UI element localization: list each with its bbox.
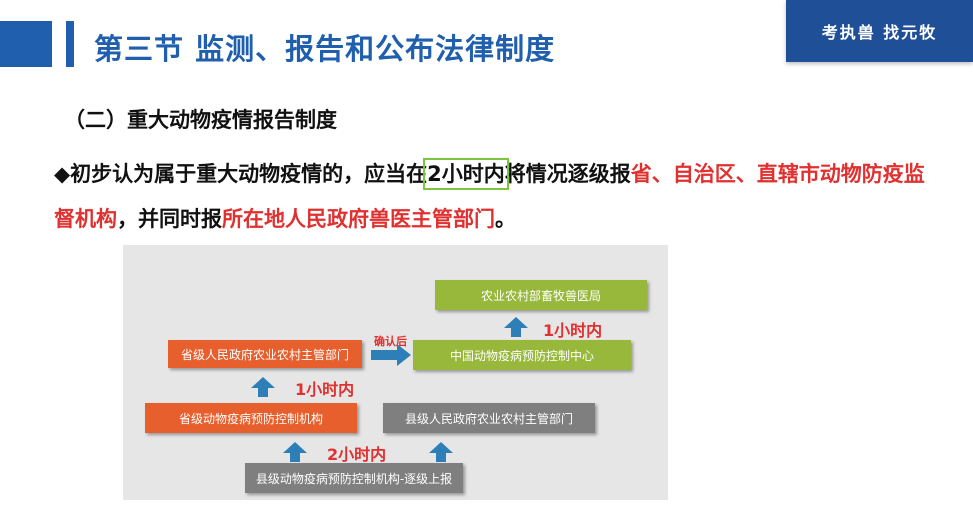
para-text-3: 将情况逐级报 [504, 162, 631, 186]
node-county-government-agri-dept: 县级人民政府农业农村主管部门 [383, 403, 595, 433]
node-china-animal-disease-control-center: 中国动物疫病预防控制中心 [413, 340, 631, 370]
arrow-up-icon [283, 442, 307, 462]
node-county-animal-disease-control-agency: 县级动物疫病预防控制机构-逐级上报 [245, 463, 463, 493]
arrow-up-icon [504, 317, 528, 337]
para-text-1: 初步认为属于重大动物疫情的，应当在 [70, 162, 428, 186]
para-text-7: 。 [495, 207, 516, 231]
brand-banner: 考执兽 找元牧 [786, 0, 973, 62]
node-provincial-government-agri-dept: 省级人民政府农业农村主管部门 [168, 340, 362, 368]
page-title: 第三节 监测、报告和公布法律制度 [94, 32, 556, 66]
header-accent-block [0, 21, 52, 67]
arrow-up-icon [251, 377, 275, 397]
header-accent-stripe [66, 21, 74, 67]
label-within-1-hour-to-ministry: 1小时内 [543, 321, 603, 340]
label-after-confirmation: 确认后 [374, 335, 407, 348]
para-highlight-provincial-agency: 省、自治区、直辖市动物防疫监督机构 [54, 162, 925, 231]
label-within-1-hour-to-province: 1小时内 [295, 380, 355, 399]
reporting-flowchart: 农业农村部畜牧兽医局 1小时内 中国动物疫病预防控制中心 省级人民政府农业农村主… [123, 245, 668, 500]
section-subtitle: （二）重大动物疫情报告制度 [64, 108, 337, 132]
diamond-bullet-icon: ◆ [54, 162, 71, 186]
body-paragraph: ◆初步认为属于重大动物疫情的，应当在2小时内将情况逐级报省、自治区、直辖市动物防… [54, 152, 944, 242]
node-provincial-animal-disease-control-agency: 省级动物疫病预防控制机构 [145, 403, 357, 433]
node-ministry-animal-husbandry-bureau: 农业农村部畜牧兽医局 [435, 280, 647, 310]
arrow-up-icon [429, 442, 453, 462]
label-within-2-hours: 2小时内 [327, 445, 387, 464]
para-highlight-2-hours: 2小时内 [423, 158, 509, 190]
arrow-right-icon [371, 344, 411, 366]
para-text-5: ，并同时报 [117, 207, 222, 231]
para-highlight-local-vet-dept: 所在地人民政府兽医主管部门 [222, 207, 495, 231]
